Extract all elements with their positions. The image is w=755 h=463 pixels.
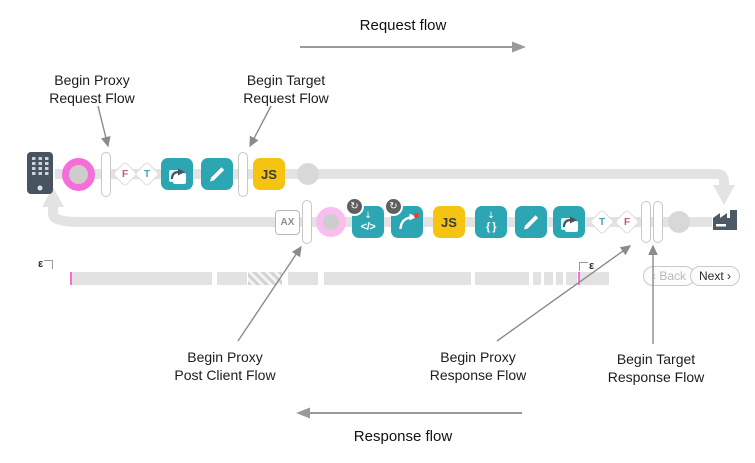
code-glyph: ↓ </>	[360, 210, 376, 233]
condition-true-label: T	[598, 216, 606, 228]
condition-false-label: F	[121, 168, 129, 180]
code-extract-policy-icon[interactable]: ↓ </>	[352, 206, 384, 238]
epsilon-label: ε	[589, 260, 595, 272]
condition-false-marker[interactable]: F	[112, 161, 138, 187]
request-flow-down-arrowhead	[713, 185, 735, 205]
callout-line: Begin Proxy	[187, 349, 263, 365]
response-flow-title: Response flow	[353, 428, 453, 445]
request-start-marker[interactable]	[62, 158, 95, 191]
analytics-ax-marker[interactable]: AX	[275, 210, 300, 235]
loop-arrow-icon: ↻	[389, 200, 398, 212]
javascript-label: JS	[261, 166, 277, 182]
response-flow-up-arrowhead	[42, 187, 64, 207]
condition-true-marker[interactable]: T	[589, 209, 615, 235]
next-button[interactable]: Next ›	[690, 266, 741, 286]
timeline-segment	[288, 272, 318, 285]
page-arrow-glyph	[561, 216, 578, 232]
callout-line: Post Client Flow	[174, 367, 276, 383]
callout-line: Begin Proxy	[54, 72, 130, 88]
timeline-segment	[544, 272, 553, 285]
pencil-policy-icon[interactable]	[201, 158, 233, 190]
timeline-bar[interactable]	[70, 272, 610, 285]
timeline-segment	[533, 272, 541, 285]
condition-true-marker[interactable]: T	[134, 161, 160, 187]
loop-indicator-badge: ↻	[384, 197, 403, 216]
callout-line: Begin Target	[616, 351, 696, 367]
braces-glyph: ↓ { }	[485, 210, 497, 233]
request-flow-title: Request flow	[359, 17, 447, 34]
page-arrow-policy-icon[interactable]	[553, 206, 585, 238]
condition-true-label: T	[143, 168, 151, 180]
javascript-policy-icon[interactable]: JS	[253, 158, 285, 190]
service-callout-policy-icon[interactable]	[391, 206, 423, 238]
callout-line: Response Flow	[429, 367, 527, 383]
timeline-elision-right: ε	[579, 260, 594, 272]
client-device-icon[interactable]	[26, 152, 54, 194]
callout-line: Begin Proxy	[440, 349, 516, 365]
timeline-segment	[217, 272, 247, 285]
page-arrow-glyph	[169, 168, 186, 184]
callout-arrow-glyph	[399, 212, 420, 230]
request-flow-line	[55, 169, 729, 187]
down-arrow-icon: ↓	[364, 210, 372, 221]
javascript-policy-icon[interactable]: JS	[433, 206, 465, 238]
pencil-glyph	[210, 167, 225, 182]
condition-false-label: F	[623, 216, 631, 228]
proxy-response-flow-bar[interactable]	[641, 201, 651, 243]
down-arrow-icon: ↓	[487, 210, 495, 221]
condition-false-marker[interactable]: F	[614, 209, 640, 235]
epsilon-label: ε	[38, 258, 44, 270]
timeline-elision-left: ε	[38, 258, 54, 270]
braces-extract-policy-icon[interactable]: ↓ { }	[475, 206, 507, 238]
response-flow-line	[48, 206, 712, 227]
back-button[interactable]: ‹ Back	[643, 266, 696, 286]
timeline-segment	[475, 272, 529, 285]
timeline-segment	[71, 272, 212, 285]
callout-begin-target-response-flow: Begin Target Response Flow	[581, 350, 731, 386]
post-client-flow-bar[interactable]	[302, 200, 312, 244]
timeline-segment	[556, 272, 563, 285]
target-server-icon[interactable]	[710, 204, 740, 234]
timeline-segment	[324, 272, 471, 285]
timeline-segment-hatched	[248, 272, 282, 285]
timeline-tick	[70, 272, 72, 285]
page-arrow-policy-icon[interactable]	[161, 158, 193, 190]
target-response-flow-bar[interactable]	[653, 201, 663, 243]
callout-begin-proxy-response-flow: Begin Proxy Response Flow	[403, 348, 553, 384]
loop-arrow-icon: ↻	[350, 200, 359, 212]
javascript-label: JS	[441, 214, 457, 230]
callout-begin-proxy-request-flow: Begin Proxy Request Flow	[17, 71, 167, 107]
response-flow-end-dot[interactable]	[668, 211, 690, 233]
callout-begin-target-request-flow: Begin Target Request Flow	[211, 71, 361, 107]
analytics-label: AX	[280, 217, 295, 228]
bracket-corner-icon	[579, 262, 588, 271]
response-start-marker[interactable]	[316, 207, 346, 237]
callout-line: Response Flow	[607, 369, 705, 385]
loop-indicator-badge: ↻	[345, 197, 364, 216]
pencil-policy-icon[interactable]	[515, 206, 547, 238]
callout-line: Request Flow	[243, 90, 329, 106]
proxy-request-flow-bar[interactable]	[101, 152, 111, 197]
pencil-glyph	[524, 215, 539, 230]
timeline-tick	[578, 272, 580, 285]
callout-begin-proxy-post-client-flow: Begin Proxy Post Client Flow	[150, 348, 300, 384]
target-request-flow-bar[interactable]	[238, 152, 248, 197]
timeline-segment	[580, 272, 609, 285]
request-flow-end-dot[interactable]	[297, 163, 319, 185]
bracket-corner-icon	[44, 260, 54, 269]
callout-line: Request Flow	[49, 90, 135, 106]
timeline-segment	[566, 272, 577, 285]
callout-line: Begin Target	[246, 72, 326, 88]
